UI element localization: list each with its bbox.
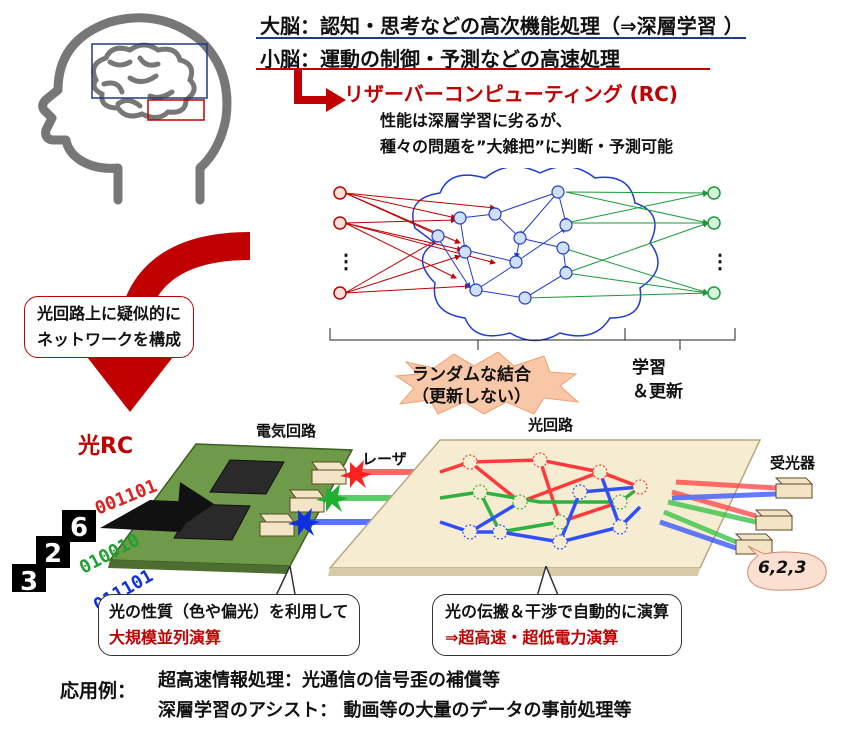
electric-circuit-label: 電気回路 — [256, 422, 317, 440]
laser-sources — [259, 461, 347, 537]
light-propagation-callout: 光の伝搬＆干渉で自動的に演算 ⇒超高速・超低電力演算 — [432, 594, 683, 656]
callout-pointer-left — [273, 566, 297, 600]
light-property-callout: 光の性質（色や偏光）を利用して 大規模並列演算 — [98, 594, 360, 656]
laser-burst-blue — [288, 508, 320, 536]
head-illustration — [38, 13, 232, 205]
wave-line1: 光の伝搬＆干渉で自動的に演算 — [445, 602, 670, 621]
bracket-random — [329, 328, 626, 350]
cerebrum-highlight — [91, 43, 208, 99]
input-ellipsis: ⋮ — [336, 251, 356, 273]
reservoir-network-diagram: ⋮ ⋮ — [329, 168, 736, 350]
reservoir-nodes — [431, 185, 573, 305]
application-item-1: 超高速情報処理：光通信の信号歪の補償等 — [158, 670, 500, 691]
rc-title: リザーバーコンピューティング (RC) — [344, 82, 678, 106]
input-nodes — [333, 186, 347, 300]
receiver-label: 受光器 — [770, 454, 816, 472]
brain-icon — [91, 42, 197, 120]
output-nodes — [707, 186, 721, 300]
random-line2: （更新しない） — [412, 387, 531, 407]
output-edges — [524, 189, 709, 299]
output-ellipsis: ⋮ — [710, 251, 730, 273]
digit-6: 6 — [70, 513, 88, 543]
waveguide-nodes — [462, 452, 648, 550]
random-line1: ランダムな結合 — [412, 365, 531, 385]
laser-burst-green — [316, 484, 348, 512]
input-edges — [344, 192, 496, 294]
reservoir-cloud — [412, 168, 659, 342]
header-divider-red — [256, 68, 710, 70]
random-connection-label: ランダムな結合 （更新しない） — [412, 364, 531, 408]
reservoir-edges — [437, 190, 569, 301]
result-text: 6,2,3 — [758, 558, 807, 578]
optical-rc-label: 光RC — [78, 434, 134, 459]
rc-desc-line1: 性能は深層学習に劣るが、 — [380, 111, 572, 130]
cerebellum-highlight — [147, 99, 205, 121]
digit-3-image — [12, 564, 46, 592]
learn-line2: ＆更新 — [632, 382, 683, 402]
learn-line1: 学習 — [632, 358, 666, 378]
application-item-2: 深層学習のアシスト： 動画等の大量のデータの事前処理等 — [158, 700, 632, 721]
digit-3: 3 — [20, 567, 38, 592]
learning-label: 学習 ＆更新 — [632, 356, 683, 404]
rc-elbow-arrow — [294, 68, 346, 112]
bracket-learn — [625, 328, 736, 350]
header-divider-blue — [256, 37, 746, 39]
net-line1: 光回路上に疑似的に — [37, 304, 182, 323]
applications-heading: 応用例： — [60, 680, 137, 702]
digit-2: 2 — [44, 539, 62, 569]
result-bubble — [747, 546, 827, 591]
cerebellum-text: 小脳：運動の制御・予測などの高速処理 — [260, 47, 620, 71]
network-construction-box: 光回路上に疑似的に ネットワークを構成 — [24, 296, 195, 358]
callout-pointer-right — [535, 566, 561, 600]
laser-label: レーザ — [362, 450, 407, 468]
chip-1 — [209, 459, 285, 495]
prop-line1: 光の性質（色や偏光）を利用して — [109, 602, 349, 621]
optical-circuit-label: 光回路 — [528, 416, 574, 434]
net-line2: ネットワークを構成 — [37, 330, 182, 349]
photo-receivers — [734, 477, 814, 555]
input-arrow — [100, 500, 200, 532]
head-outline — [38, 13, 232, 205]
digit-2-image — [36, 536, 70, 568]
rc-desc-line2: 種々の問題を”大雑把”に判断・予測可能 — [380, 137, 674, 156]
laser-burst-red — [340, 460, 372, 488]
wave-line2: ⇒超高速・超低電力演算 — [445, 628, 619, 647]
rc-description: 性能は深層学習に劣るが、 種々の問題を”大雑把”に判断・予測可能 — [380, 108, 673, 160]
prop-line2: 大規模並列演算 — [109, 628, 222, 647]
optical-hardware: 6 2 3 — [12, 439, 814, 592]
cerebrum-text: 大脳：認知・思考などの高次機能処理（⇒深層学習 ） — [260, 14, 744, 38]
random-starburst — [394, 352, 580, 415]
